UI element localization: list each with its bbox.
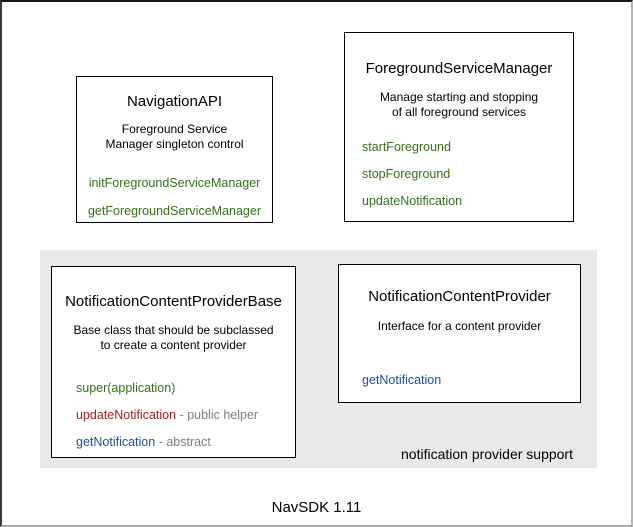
diagram-caption: NavSDK 1.11	[271, 499, 362, 516]
method-list: getNotification	[339, 374, 580, 387]
class-title: NotificationContentProviderBase	[65, 293, 282, 310]
method-row: getNotification	[362, 374, 580, 387]
method-label: updateNotification	[362, 194, 463, 208]
method-row: getForegroundServiceManager	[77, 205, 272, 218]
group-label: notification provider support	[401, 446, 573, 462]
method-row: getNotification - abstract	[76, 436, 295, 449]
method-row: stopForeground	[362, 168, 573, 181]
method-list: startForeground stopForeground updateNot…	[345, 141, 573, 208]
class-description: Interface for a content provider	[339, 319, 580, 334]
class-box-navigationapi: NavigationAPI Foreground Service Manager…	[76, 76, 273, 223]
method-label: startForeground	[362, 140, 451, 154]
class-description: Manage starting and stopping of all fore…	[345, 90, 573, 120]
class-description: Base class that should be subclassed to …	[52, 323, 295, 353]
method-label: getNotification	[76, 435, 156, 449]
method-list: super(application) updateNotification - …	[52, 382, 295, 449]
class-box-notificationcontentprovider: NotificationContentProvider Interface fo…	[338, 264, 581, 403]
method-label: stopForeground	[362, 167, 451, 181]
description-line: Interface for a content provider	[377, 319, 542, 333]
method-row: initForegroundServiceManager	[77, 177, 272, 190]
method-row: super(application)	[76, 382, 295, 395]
class-title: ForegroundServiceManager	[365, 60, 553, 77]
method-label: getForegroundServiceManager	[87, 204, 262, 218]
method-annotation: - abstract	[158, 435, 211, 449]
description-line: Foreground Service	[121, 122, 228, 136]
method-label: super(application)	[76, 381, 176, 395]
method-annotation: - public helper	[179, 408, 259, 422]
class-title: NotificationContentProvider	[368, 288, 551, 305]
description-line: Manage starting and stopping	[379, 90, 539, 104]
description-line: Manager singleton control	[105, 137, 244, 151]
class-box-notificationcontentproviderbase: NotificationContentProviderBase Base cla…	[51, 266, 296, 458]
method-label: getNotification	[362, 373, 442, 387]
method-list: initForegroundServiceManager getForegrou…	[77, 177, 272, 218]
description-line: Base class that should be subclassed	[73, 323, 274, 337]
method-row: updateNotification - public helper	[76, 409, 295, 422]
method-label: updateNotification	[76, 408, 177, 422]
method-row: updateNotification	[362, 195, 573, 208]
class-description: Foreground Service Manager singleton con…	[77, 122, 272, 152]
method-row: startForeground	[362, 141, 573, 154]
description-line: to create a content provider	[100, 338, 247, 352]
description-line: of all foreground services	[391, 105, 527, 119]
class-title: NavigationAPI	[126, 93, 223, 110]
class-box-foregroundservicemanager: ForegroundServiceManager Manage starting…	[344, 32, 574, 222]
method-label: initForegroundServiceManager	[88, 176, 261, 190]
